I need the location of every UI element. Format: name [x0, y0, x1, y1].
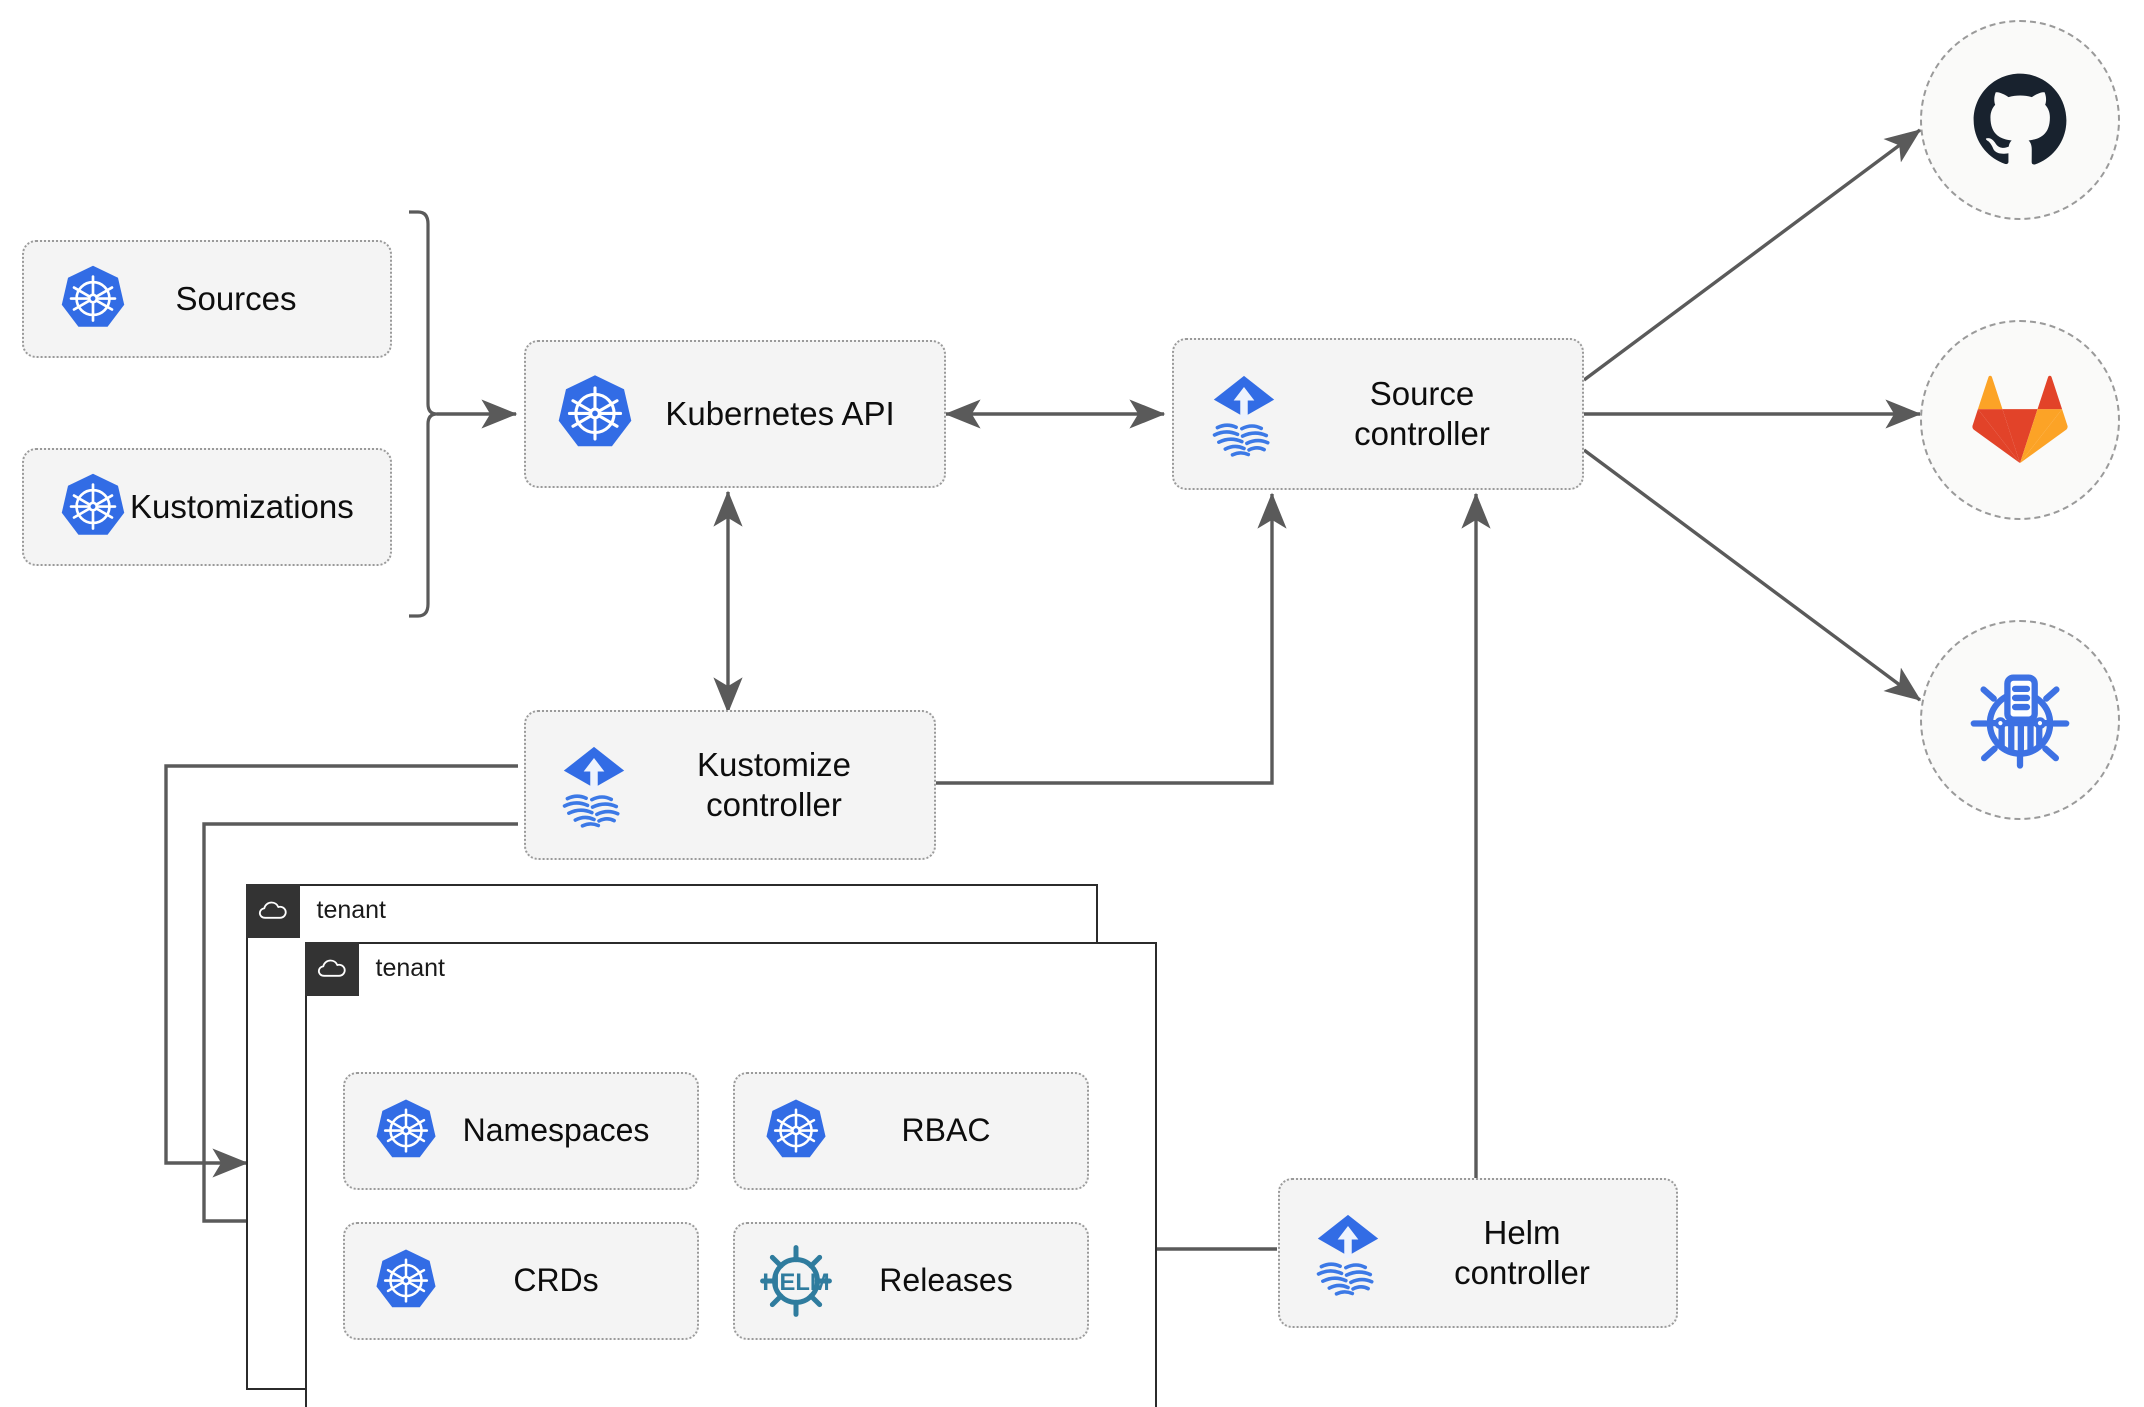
node-label: Kustomize controller — [696, 745, 852, 823]
edge-kustomize-controller-source-controller — [936, 492, 1287, 785]
edge-resources-bracket — [409, 210, 438, 618]
edge-source-controller-github — [1582, 128, 1922, 382]
tenant-titlebar: tenant — [304, 941, 446, 996]
cloud-icon — [245, 883, 300, 938]
cloud-icon — [304, 941, 359, 996]
kubernetes-icon — [56, 262, 130, 336]
provider-gitlab[interactable] — [1920, 320, 2120, 520]
tenant-resource-label: Namespaces — [462, 1112, 650, 1149]
tenant-resource-label: Releases — [879, 1262, 1013, 1299]
svg-text:HELM: HELM — [762, 1269, 829, 1296]
tenant-resource-label: CRDs — [513, 1262, 599, 1299]
node-label: Source controller — [1354, 374, 1490, 452]
tenant-titlebar: tenant — [245, 883, 387, 938]
resource-chip-sources[interactable]: Sources — [22, 240, 392, 358]
provider-helm-repository[interactable] — [1920, 620, 2120, 820]
resource-chip-label: Sources — [175, 279, 297, 317]
kubernetes-icon — [761, 1096, 831, 1166]
resource-chip-kustomizations[interactable]: Kustomizations — [22, 448, 392, 566]
edge-source-controller-helm-repository — [1582, 448, 1922, 702]
node-helm-controller[interactable]: Helm controller — [1278, 1178, 1678, 1328]
kubernetes-icon — [371, 1096, 441, 1166]
tenant-resource-label: RBAC — [901, 1112, 991, 1149]
flux-icon — [548, 739, 640, 831]
helm-repository-icon — [1964, 664, 2076, 776]
flux-icon — [1198, 368, 1290, 460]
tenant-resource-namespaces[interactable]: Namespaces — [343, 1072, 699, 1190]
gitlab-icon — [1972, 374, 2068, 466]
kubernetes-icon — [371, 1246, 441, 1316]
node-label: Kubernetes API — [665, 394, 895, 432]
tenant-resource-rbac[interactable]: RBAC — [733, 1072, 1089, 1190]
flux-icon — [1302, 1207, 1394, 1299]
node-kubernetes-api[interactable]: Kubernetes API — [524, 340, 946, 488]
resource-chip-label: Kustomizations — [130, 487, 354, 525]
node-kustomize-controller[interactable]: Kustomize controller — [524, 710, 936, 860]
kubernetes-icon — [56, 470, 130, 544]
helm-icon: HELM — [760, 1245, 832, 1317]
provider-github[interactable] — [1920, 20, 2120, 220]
tenant-label: tenant — [375, 954, 446, 982]
tenant-window-front[interactable]: tenant — [304, 941, 1157, 1407]
tenant-resource-releases[interactable]: HELM Releases — [733, 1222, 1089, 1340]
tenant-resource-crds[interactable]: CRDs — [343, 1222, 699, 1340]
github-icon — [1968, 68, 2072, 172]
kubernetes-icon — [552, 371, 638, 457]
node-label: Helm controller — [1454, 1213, 1590, 1291]
node-source-controller[interactable]: Source controller — [1172, 338, 1584, 490]
tenant-label: tenant — [316, 896, 387, 924]
